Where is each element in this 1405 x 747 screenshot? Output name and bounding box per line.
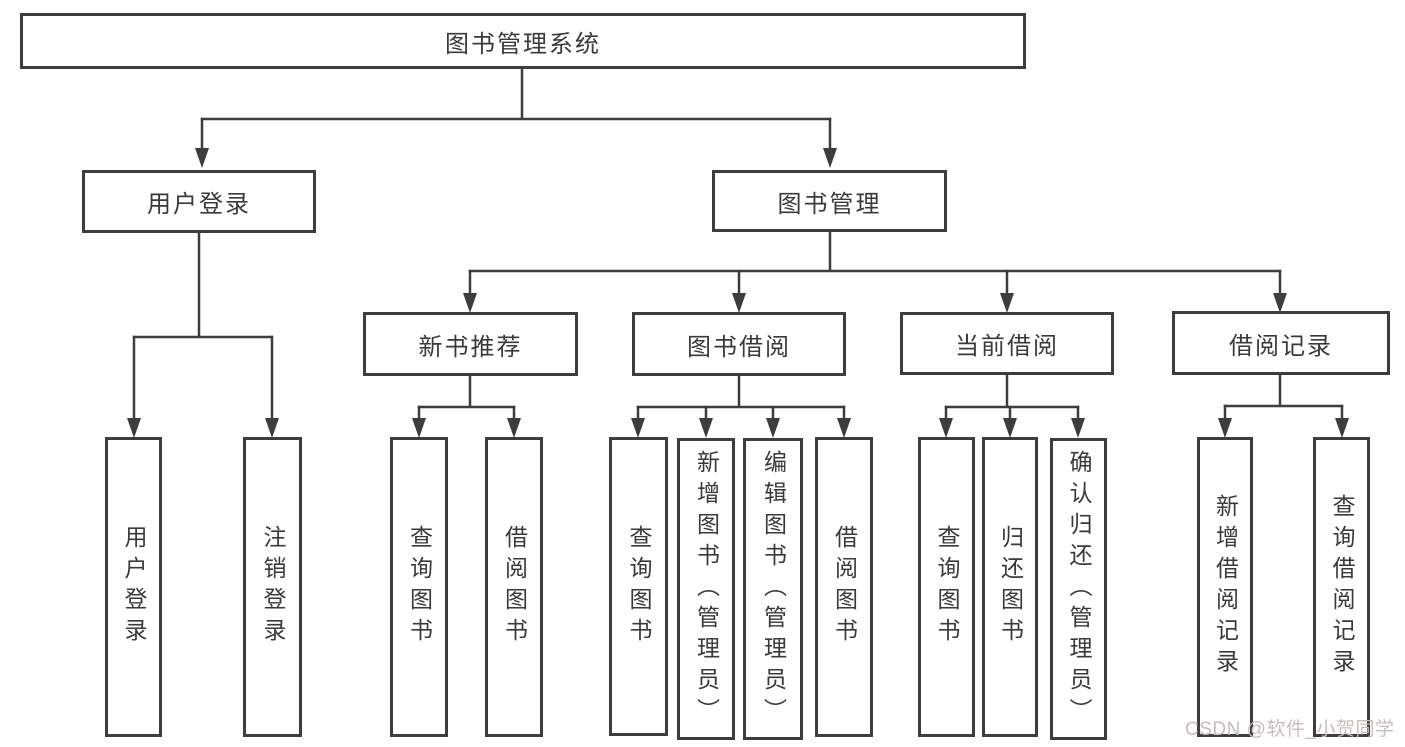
node-book-management-branch-label: 图书管理 <box>777 190 882 218</box>
node-cb-confirm-return: 确认归还（管理员） <box>1050 438 1107 740</box>
node-borrow-records: 借阅记录 <box>1172 311 1390 375</box>
node-br-add-record: 新增借阅记录 <box>1197 437 1253 737</box>
node-bb-add-books-label: 新增图书（管理员） <box>693 449 720 729</box>
node-cb-return-books-label: 归还图书 <box>997 525 1024 649</box>
node-user-login-leaf-label: 用户登录 <box>121 525 147 649</box>
node-new-book-recommend-label: 新书推荐 <box>418 333 523 361</box>
node-cb-confirm-return-label: 确认归还（管理员） <box>1066 449 1092 729</box>
node-br-add-record-label: 新增借阅记录 <box>1212 494 1239 680</box>
node-bb-edit-books-label: 编辑图书（管理员） <box>760 449 787 729</box>
node-br-query-record-label: 查询借阅记录 <box>1329 494 1355 680</box>
node-root: 图书管理系统 <box>20 13 1026 69</box>
node-cb-query-books-label: 查询图书 <box>934 525 960 649</box>
node-nbr-query-books-label: 查询图书 <box>406 525 433 649</box>
node-borrow-records-label: 借阅记录 <box>1229 332 1333 360</box>
node-user-login-branch-label: 用户登录 <box>147 191 251 218</box>
node-bb-borrow-books-label: 借阅图书 <box>831 525 858 649</box>
node-cb-query-books: 查询图书 <box>918 437 975 737</box>
node-current-borrow-label: 当前借阅 <box>955 333 1059 360</box>
node-new-book-recommend: 新书推荐 <box>363 312 578 376</box>
node-current-borrow: 当前借阅 <box>900 312 1114 375</box>
node-br-query-record: 查询借阅记录 <box>1313 437 1370 737</box>
node-bb-edit-books: 编辑图书（管理员） <box>743 438 803 740</box>
node-bb-query-books: 查询图书 <box>609 437 668 736</box>
node-root-label: 图书管理系统 <box>445 30 601 58</box>
node-nbr-query-books: 查询图书 <box>390 437 448 737</box>
csdn-watermark: CSDN @软件_小贺同学 <box>1185 719 1395 740</box>
node-nbr-borrow-books: 借阅图书 <box>485 437 543 737</box>
node-bb-query-books-label: 查询图书 <box>626 524 652 649</box>
node-cb-return-books: 归还图书 <box>982 437 1038 737</box>
node-nbr-borrow-books-label: 借阅图书 <box>501 525 528 649</box>
node-logout-leaf: 注销登录 <box>243 437 302 737</box>
node-book-management-branch: 图书管理 <box>712 170 947 232</box>
node-bb-borrow-books: 借阅图书 <box>815 437 873 737</box>
node-logout-leaf-label: 注销登录 <box>260 525 286 649</box>
node-book-borrow-label: 图书借阅 <box>687 333 791 361</box>
node-book-borrow: 图书借阅 <box>632 312 846 376</box>
node-bb-add-books: 新增图书（管理员） <box>677 438 735 740</box>
node-user-login-leaf: 用户登录 <box>105 437 162 737</box>
node-user-login-branch: 用户登录 <box>82 170 316 233</box>
